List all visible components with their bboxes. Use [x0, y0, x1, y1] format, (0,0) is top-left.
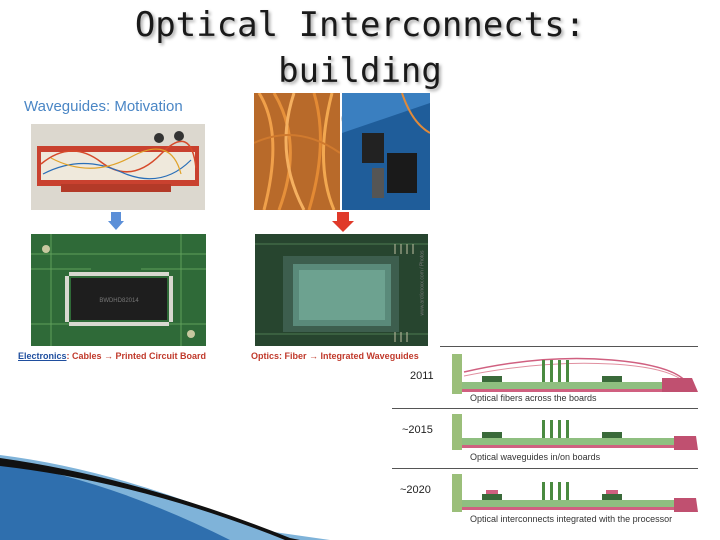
- down-arrow-icon: [108, 212, 124, 230]
- electronics-label: Electronics: [18, 351, 67, 361]
- waveguide-board-diagram: [452, 414, 698, 450]
- down-arrow-icon: [332, 212, 354, 232]
- interconnect-roadmap: 2011 Optical fibers across the boards ~2…: [392, 340, 698, 536]
- roadmap-year-2015: ~2015: [402, 424, 433, 436]
- roadmap-year-2020: ~2020: [400, 484, 431, 496]
- electronics-caption: Electronics: Cables → Printed Circuit Bo…: [18, 351, 206, 361]
- roadmap-year-2011: 2011: [410, 370, 434, 382]
- title-line-1: Optical Interconnects: building: [134, 5, 586, 91]
- svg-text:BWDHD82014: BWDHD82014: [99, 298, 139, 304]
- cable-breadboard-photo: [31, 124, 205, 210]
- section-heading: Waveguides: Motivation: [24, 98, 183, 115]
- pcb-chip-photo: BWDHD82014: [31, 234, 206, 346]
- divider: [440, 346, 698, 347]
- electronics-caption-text: : Cables → Printed Circuit Board: [66, 351, 207, 361]
- optics-caption: Optics: Fiber → Integrated Waveguides: [251, 351, 419, 361]
- waveguide-chip-photo: [255, 234, 428, 346]
- divider: [392, 408, 698, 409]
- roadmap-caption-2011: Optical fibers across the boards: [470, 393, 597, 403]
- fiber-board-diagram: [452, 354, 698, 394]
- photo-credit: www.arcticnoxx.com / Photos: [420, 240, 438, 330]
- roadmap-caption-2015: Optical waveguides in/on boards: [470, 452, 601, 462]
- photo-credit-text: www.arcticnoxx.com / Photos: [419, 250, 426, 316]
- divider: [392, 468, 698, 469]
- processor-integration-diagram: [452, 474, 698, 512]
- roadmap-caption-2020: Optical interconnects integrated with th…: [470, 514, 673, 524]
- optical-connector-photo: [342, 93, 430, 210]
- fiber-bundle-photo: [254, 93, 340, 210]
